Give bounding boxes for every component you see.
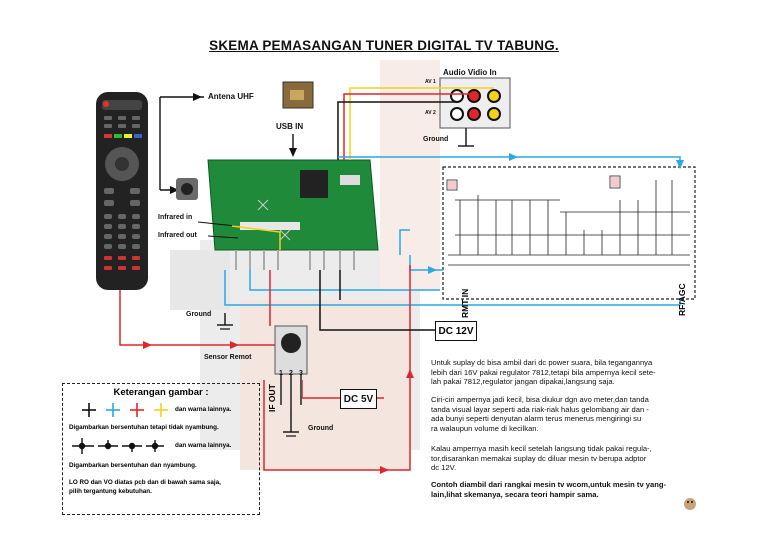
paragraph-1-line: Untuk suplay dc bisa ambil dari dc power… (431, 358, 653, 367)
paragraph-3-line: dc 12V. (431, 463, 457, 473)
ground-label-mid: Ground (186, 311, 212, 318)
paragraph-3-line: Kalau ampernya masih kecil setelah langs… (431, 444, 652, 453)
legend-row2-suffix: dan warna lainnya. (175, 442, 232, 449)
ground-label-top: Ground (423, 136, 449, 143)
av2-label: AV 2 (425, 110, 436, 116)
dc5-box: DC 5V (340, 389, 377, 409)
paragraph-3-line: tor,disarankan memakai suplay dc diluar … (431, 453, 647, 463)
legend-row1-suffix: dan warna lainnya. (175, 406, 232, 413)
sensor-component-drawing (274, 325, 308, 410)
paragraph-4-line: lain,lihat skemanya, secara teori hampir… (431, 489, 599, 499)
if-out-label: IF OUT (267, 384, 277, 412)
av1-label: AV 1 (425, 79, 436, 85)
pin2-label: 2 (289, 370, 293, 377)
paragraph-1-line: lebih dari 16V pakai regulator 7812,teta… (431, 367, 656, 377)
legend-symbols (72, 403, 168, 454)
legend-note-line1: LO RO dan VO diatas pcb dan di bawah sam… (69, 479, 221, 486)
paragraph-2-line: ada bunyi seperti denyutan alarm terus m… (431, 414, 642, 424)
rf-agc-label: RF/AGC (677, 283, 687, 316)
infrared-out-label: Infrared out (158, 232, 197, 239)
remote-control-drawing (96, 92, 148, 290)
legend-box: Keterangan gambar : dan warna lainnya. D… (62, 383, 260, 515)
ground-label-bottom: Ground (308, 425, 334, 432)
pin1-label: 1 (279, 370, 283, 377)
antena-label: Antena UHF (208, 92, 254, 101)
infrared-in-label: Infrared in (158, 214, 193, 221)
dc12-box: DC 12V (435, 321, 477, 341)
paragraph-2-line: ra walaupun volume di kecilkan. (431, 423, 539, 433)
page-title: SKEMA PEMASANGAN TUNER DIGITAL TV TABUNG… (209, 38, 559, 53)
paragraph-1-line: lah pakai 7812,regulator jangan dipakai,… (431, 377, 615, 387)
legend-row1-note: Digambarkan bersentuhan tetapi tidak nya… (69, 424, 219, 431)
paragraph-4: Contoh diambil dari rangkai mesin tv wco… (431, 480, 666, 499)
tuner-pcb-drawing (176, 159, 379, 270)
legend-note-line2: pilih tergantung kebutuhan. (69, 488, 152, 495)
usb-label: USB IN (276, 122, 304, 131)
sensor-label: Sensor Remot (204, 354, 252, 361)
paragraph-2: Ciri-ciri ampernya jadi kecil, bisa diuk… (431, 395, 649, 433)
legend-row2-note: Digambarkan bersentuhan dan nyambung. (69, 462, 197, 469)
paragraph-3: Kalau ampernya masih kecil setelah langs… (431, 444, 652, 473)
audio-video-label: Audio Vidio In (443, 68, 497, 77)
paragraph-2-line: Ciri-ciri ampernya jadi kecil, bisa diuk… (431, 395, 649, 404)
pin3-label: 3 (299, 370, 303, 377)
paragraph-2-line: tanda visual layar seperti ada riak-riak… (431, 404, 649, 414)
paragraph-1: Untuk suplay dc bisa ambil dari dc power… (431, 358, 656, 387)
legend-title: Keterangan gambar : (113, 387, 209, 398)
rmt-in-label: RMT IN (460, 288, 470, 318)
paragraph-4-line: Contoh diambil dari rangkai mesin tv wco… (431, 480, 667, 489)
